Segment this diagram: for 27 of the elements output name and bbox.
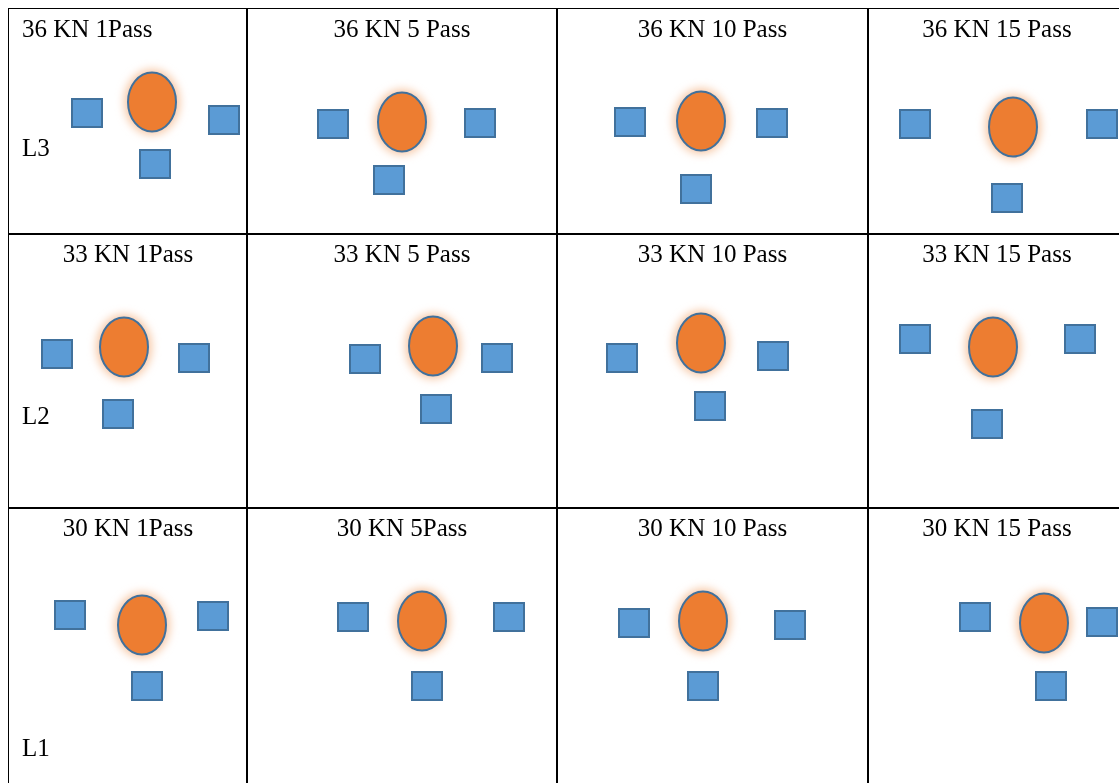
cell-heading: 36 KN 10 Pass <box>636 15 789 43</box>
cell-heading: 36 KN 15 Pass <box>921 15 1073 43</box>
cell-heading: 33 KN 5 Pass <box>332 240 472 268</box>
layer-label: L1 <box>22 734 50 762</box>
cell-heading: 30 KN 15 Pass <box>921 514 1073 542</box>
table-cell <box>8 507 248 783</box>
layer-label: L2 <box>22 402 50 430</box>
cell-heading: 36 KN 5 Pass <box>332 15 472 43</box>
cell-heading: 30 KN 5Pass <box>335 514 469 542</box>
table-cell <box>556 507 869 783</box>
cell-heading: 33 KN 10 Pass <box>636 240 789 268</box>
table-cell <box>246 233 558 509</box>
cell-heading: 30 KN 10 Pass <box>636 514 789 542</box>
cell-heading: 30 KN 1Pass <box>61 514 195 542</box>
table-cell <box>867 233 1119 509</box>
table-cell <box>246 8 558 235</box>
cell-heading: 36 KN 1Pass <box>22 15 153 43</box>
table-cell <box>867 507 1119 783</box>
table-cell <box>556 8 869 235</box>
table-cell <box>556 233 869 509</box>
cell-heading: 33 KN 1Pass <box>61 240 195 268</box>
cell-heading: 33 KN 15 Pass <box>921 240 1073 268</box>
layer-label: L3 <box>22 134 50 162</box>
table-cell <box>246 507 558 783</box>
table-cell <box>867 8 1119 235</box>
table-cell <box>8 233 248 509</box>
table-cell <box>8 8 248 235</box>
